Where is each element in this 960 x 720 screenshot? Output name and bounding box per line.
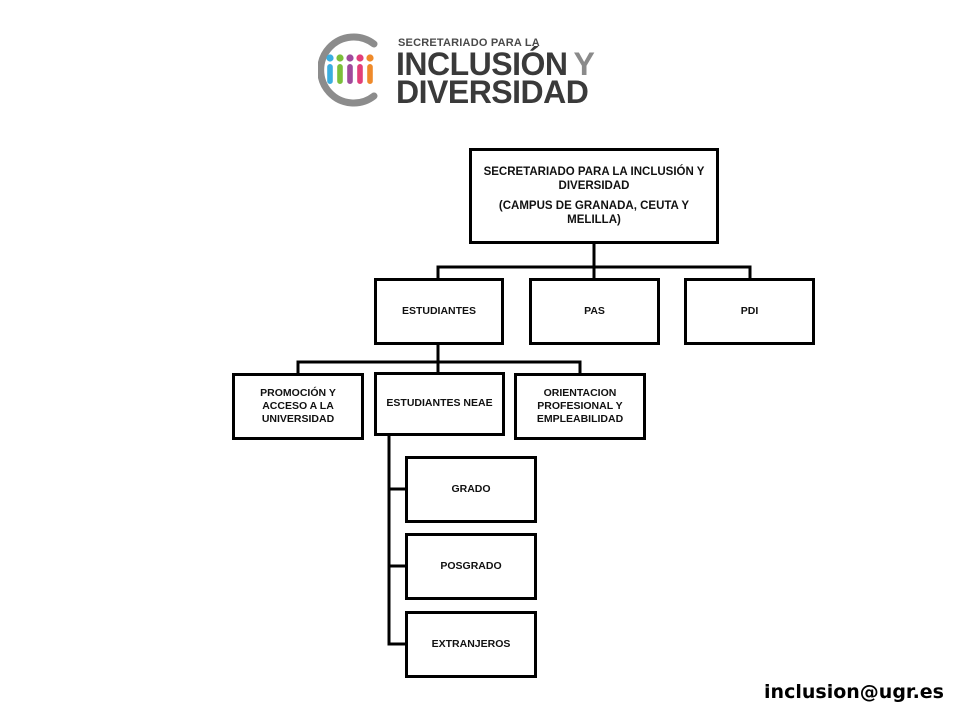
node-posgrado-label: POSGRADO bbox=[440, 560, 502, 572]
node-promocion: PROMOCIÓN Y ACCESO A LA UNIVERSIDAD bbox=[232, 373, 364, 440]
logo-dot-3 bbox=[346, 54, 354, 62]
node-pdi: PDI bbox=[684, 278, 815, 345]
logo-dot-5 bbox=[366, 54, 374, 62]
node-extranjeros-label: EXTRANJEROS bbox=[431, 638, 511, 650]
footer-email: inclusion@ugr.es bbox=[764, 681, 944, 703]
logo-bar-3 bbox=[347, 64, 353, 84]
node-promocion-line2: ACCESO A LA bbox=[262, 400, 334, 412]
logo-dot-2 bbox=[336, 54, 344, 62]
logo-bar-1 bbox=[327, 64, 333, 84]
logo-word-y: Y bbox=[573, 46, 595, 82]
node-promocion-line3: UNIVERSIDAD bbox=[261, 413, 335, 425]
node-extranjeros: EXTRANJEROS bbox=[405, 611, 537, 678]
logo-mark-icon bbox=[318, 33, 378, 107]
logo-dot-4 bbox=[356, 54, 364, 62]
logo-dot-1 bbox=[326, 54, 334, 62]
node-secretariado-line2: DIVERSIDAD bbox=[558, 180, 630, 192]
node-promocion-line1: PROMOCIÓN Y bbox=[260, 387, 336, 399]
node-orientacion-line1: ORIENTACION bbox=[543, 387, 617, 399]
logo-bar-4 bbox=[357, 64, 363, 84]
node-secretariado-line1: SECRETARIADO PARA LA INCLUSIÓN Y bbox=[483, 166, 705, 178]
node-pas-label: PAS bbox=[584, 305, 605, 317]
node-estudiantes: ESTUDIANTES bbox=[374, 278, 504, 345]
node-orientacion-line3: EMPLEABILIDAD bbox=[536, 413, 624, 425]
node-grado-label: GRADO bbox=[451, 483, 491, 495]
node-estudiantes-label: ESTUDIANTES bbox=[401, 305, 477, 317]
node-secretariado-line3: (CAMPUS DE GRANADA, CEUTA Y bbox=[498, 200, 690, 212]
node-secretariado-line4: MELILLA) bbox=[567, 214, 621, 226]
logo-ring bbox=[318, 33, 378, 107]
logo-title-line2: DIVERSIDAD bbox=[396, 74, 589, 110]
node-pas: PAS bbox=[529, 278, 660, 345]
node-orientacion: ORIENTACION PROFESIONAL Y EMPLEABILIDAD bbox=[514, 373, 646, 440]
node-neae-label: ESTUDIANTES NEAE bbox=[386, 397, 493, 409]
node-estudiantes-neae: ESTUDIANTES NEAE bbox=[374, 372, 505, 436]
node-grado: GRADO bbox=[405, 456, 537, 523]
node-secretariado: SECRETARIADO PARA LA INCLUSIÓN Y DIVERSI… bbox=[469, 148, 719, 244]
logo-bar-5 bbox=[367, 64, 373, 84]
node-posgrado: POSGRADO bbox=[405, 533, 537, 600]
logo-small-text: SECRETARIADO PARA LA bbox=[398, 37, 540, 49]
logo-word-inclusion: INCLUSIÓN bbox=[396, 46, 568, 82]
logo-bar-2 bbox=[337, 64, 343, 84]
node-pdi-label: PDI bbox=[740, 305, 759, 317]
node-orientacion-line2: PROFESIONAL Y bbox=[537, 400, 623, 412]
